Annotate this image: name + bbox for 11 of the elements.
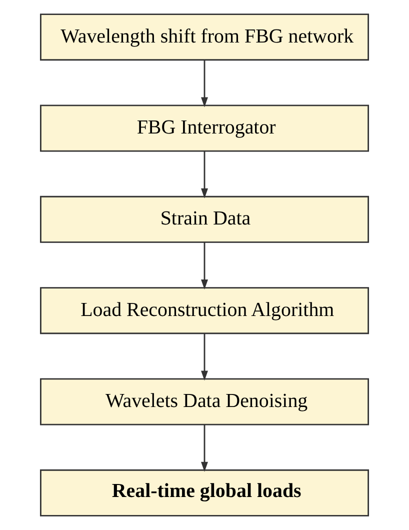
arrow [201, 60, 208, 108]
node-box: FBG Interrogator [40, 104, 370, 152]
node-box: Real-time global loads [40, 469, 370, 516]
node-box: Strain Data [40, 196, 370, 243]
node-box: Wavelength shift from FBG network [40, 14, 370, 61]
arrow [201, 242, 208, 290]
node-box: Wavelets Data Denoising [40, 378, 370, 426]
arrow [201, 151, 208, 198]
arrow [201, 333, 208, 381]
arrow [201, 424, 208, 472]
node-box: Load Reconstruction Algorithm [40, 287, 370, 334]
